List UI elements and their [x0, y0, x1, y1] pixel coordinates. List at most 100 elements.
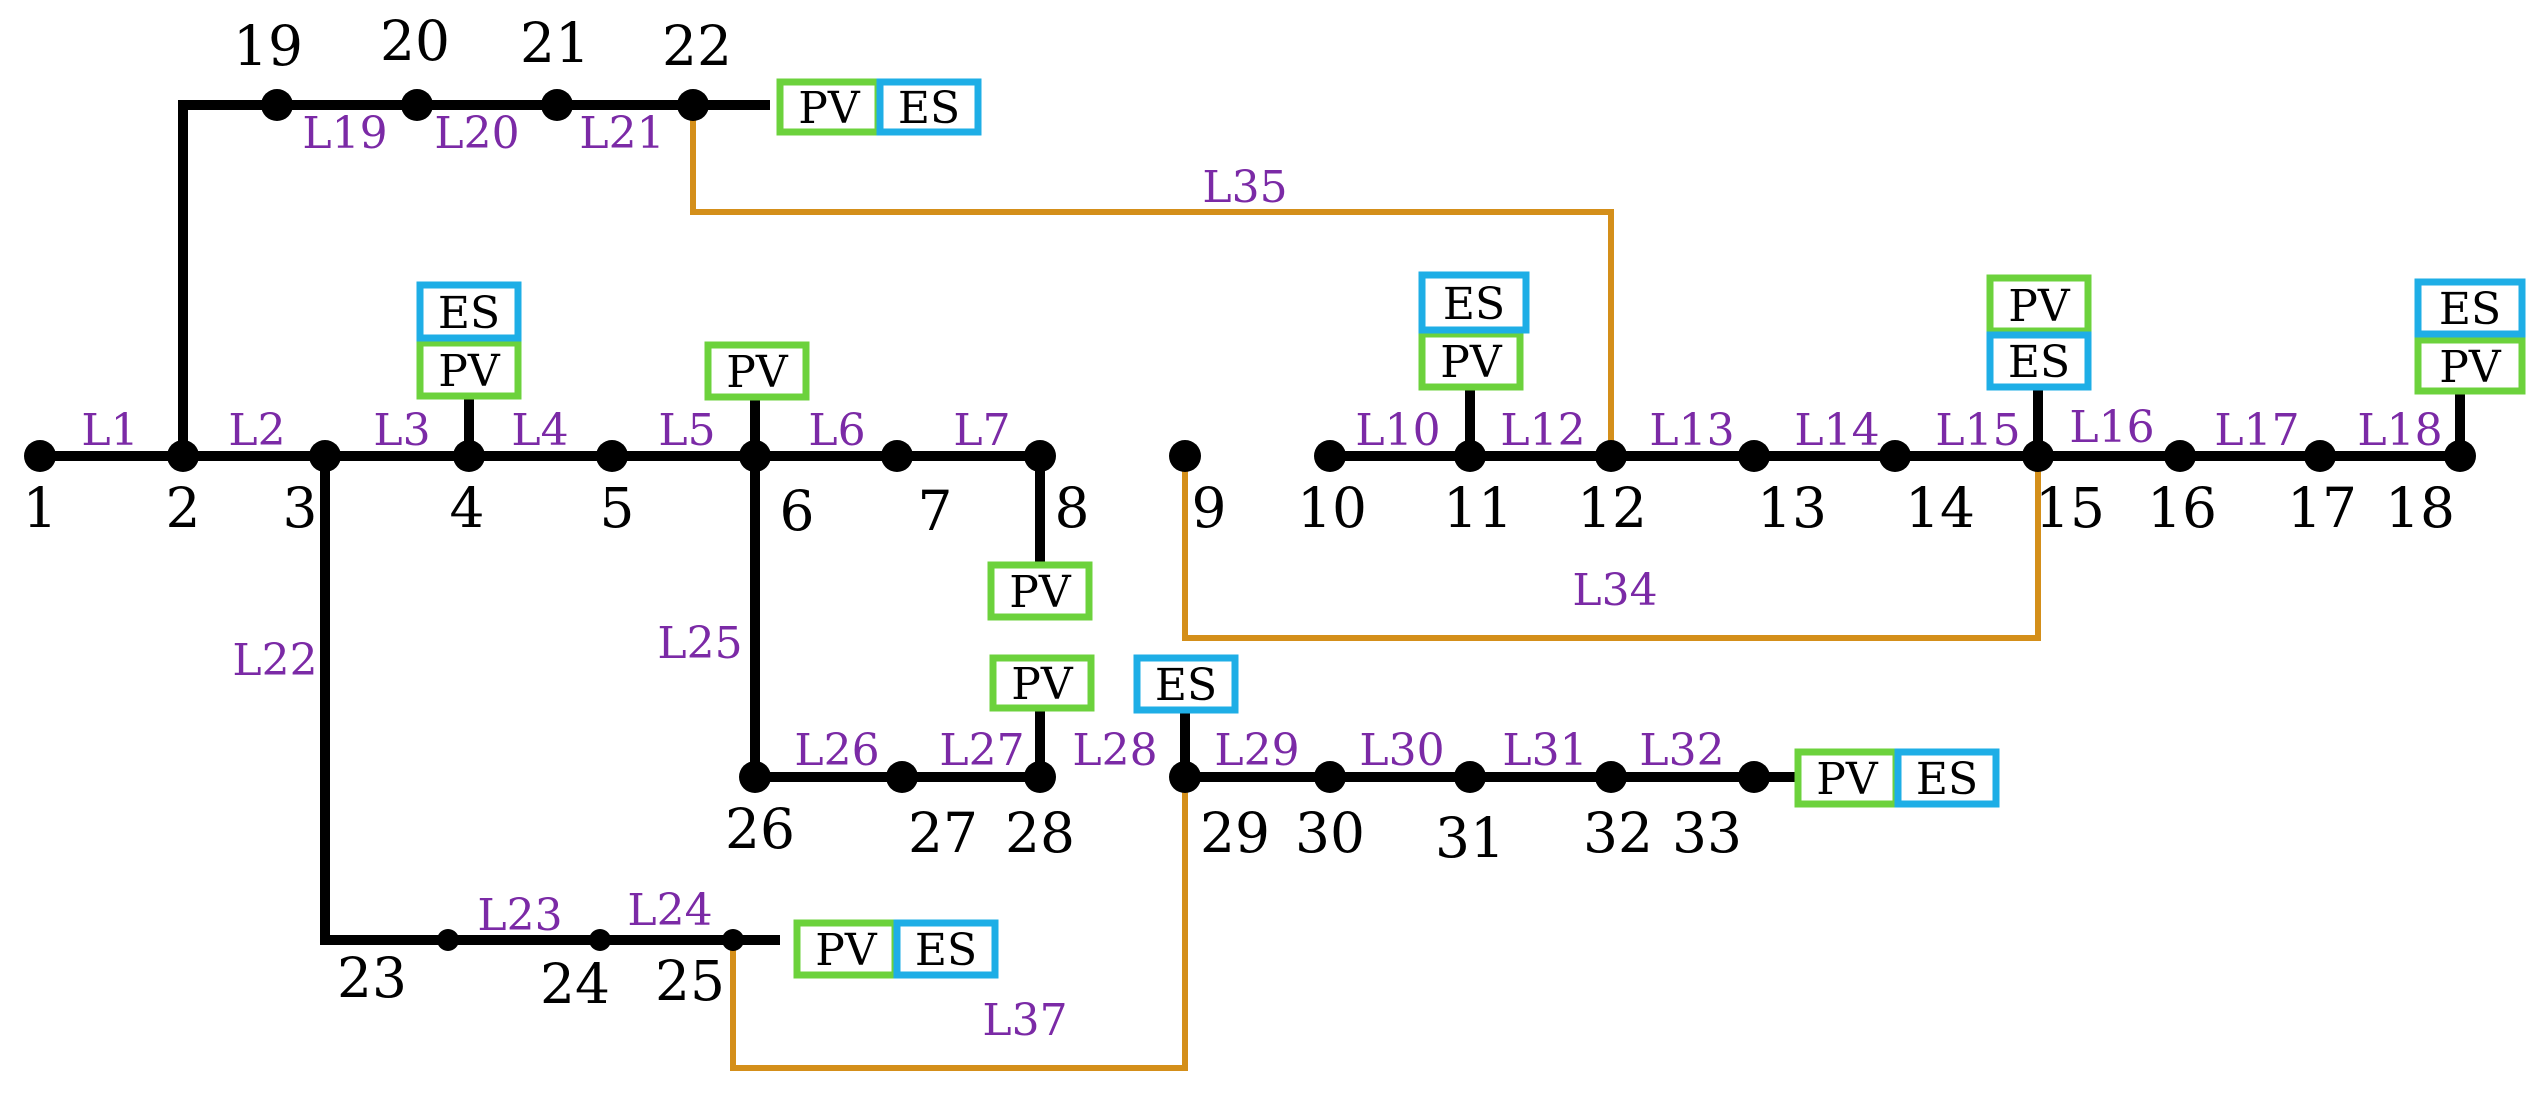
- line-label: L10: [1355, 405, 1440, 456]
- svg-text:PV: PV: [815, 925, 878, 976]
- node-label: 3: [283, 476, 318, 540]
- node-label: 27: [908, 801, 978, 865]
- line-label: L3: [373, 405, 430, 456]
- node-label: 1: [23, 476, 58, 540]
- svg-text:ES: ES: [1916, 754, 1978, 805]
- line-label: L14: [1794, 405, 1879, 456]
- node-label: 30: [1295, 801, 1365, 865]
- node-label: 14: [1905, 476, 1975, 540]
- node-label: 28: [1005, 801, 1075, 865]
- pv-box: PV: [1986, 274, 2092, 335]
- tie-line-l37: [730, 777, 1188, 1071]
- node-label: 33: [1672, 801, 1742, 865]
- line-label: L34: [1572, 565, 1657, 616]
- svg-text:ES: ES: [1443, 279, 1505, 330]
- line-label: L21: [579, 108, 664, 159]
- line-label: L30: [1359, 725, 1444, 776]
- line-label: L20: [434, 108, 519, 159]
- svg-text:PV: PV: [1816, 754, 1879, 805]
- line-label: L6: [808, 405, 865, 456]
- es-box: ES: [893, 919, 999, 979]
- node-label: 26: [725, 797, 795, 861]
- tie-lines: [690, 105, 2041, 1071]
- line-label: L5: [658, 405, 715, 456]
- node-label: 16: [2147, 476, 2217, 540]
- line-label: L4: [511, 405, 568, 456]
- es-box: ES: [1894, 748, 2000, 808]
- svg-text:PV: PV: [1440, 337, 1503, 388]
- svg-text:PV: PV: [438, 346, 501, 397]
- line-label: L26: [794, 725, 879, 776]
- pv-box: PV: [987, 561, 1093, 621]
- node-label: 23: [337, 946, 407, 1010]
- pv-box: PV: [1418, 330, 1524, 391]
- line-label: L1: [81, 405, 138, 456]
- line-label: L19: [302, 108, 387, 159]
- pv-box: PV: [793, 919, 899, 979]
- line-label: L25: [657, 618, 742, 669]
- node-label: 11: [1443, 476, 1513, 540]
- node-label: 5: [600, 476, 635, 540]
- node-label: 22: [662, 14, 732, 78]
- pv-box: PV: [1794, 748, 1900, 808]
- line-label: L23: [477, 890, 562, 941]
- node-label: 18: [2385, 476, 2455, 540]
- svg-text:PV: PV: [2439, 342, 2502, 393]
- line-label: L27: [939, 725, 1024, 776]
- node-label: 8: [1055, 476, 1090, 540]
- es-box: ES: [1418, 271, 1530, 334]
- node-label: 24: [540, 952, 610, 1016]
- line-label: L7: [953, 405, 1010, 456]
- svg-text:ES: ES: [898, 83, 960, 134]
- pv-box: PV: [416, 339, 522, 400]
- svg-text:ES: ES: [1155, 660, 1217, 711]
- line-label: L16: [2069, 402, 2154, 453]
- node-label: 2: [166, 476, 201, 540]
- line-label: L37: [982, 995, 1067, 1046]
- svg-text:PV: PV: [798, 83, 861, 134]
- node-label: 20: [380, 9, 450, 73]
- es-box: ES: [876, 78, 982, 136]
- line-label: L12: [1500, 405, 1585, 456]
- line-label: L2: [228, 405, 285, 456]
- es-box: ES: [1133, 654, 1239, 714]
- node-label: 10: [1297, 476, 1367, 540]
- node-label: 21: [520, 11, 590, 75]
- node-label: 6: [780, 479, 815, 543]
- line-label: L18: [2357, 405, 2442, 456]
- node-label: 4: [450, 476, 485, 540]
- line-label: L17: [2214, 405, 2299, 456]
- svg-text:ES: ES: [438, 288, 500, 339]
- es-box: ES: [1986, 331, 2092, 391]
- es-box: ES: [416, 281, 522, 342]
- svg-text:ES: ES: [2439, 284, 2501, 335]
- node-label: 7: [918, 479, 953, 543]
- pv-units: PV PV PV PV PV PV PV PV: [416, 78, 2526, 979]
- node-label: 25: [655, 949, 725, 1013]
- svg-text:ES: ES: [915, 925, 977, 976]
- line-label: L24: [627, 885, 712, 936]
- node-label: 32: [1583, 801, 1653, 865]
- node-label: 17: [2287, 476, 2357, 540]
- line-label: L29: [1214, 725, 1299, 776]
- line-label: L15: [1935, 405, 2020, 456]
- svg-text:PV: PV: [1009, 567, 1072, 618]
- node-label: 29: [1200, 801, 1270, 865]
- line-label: L32: [1639, 725, 1724, 776]
- bus-nodes: [24, 89, 2476, 951]
- node-label: 31: [1435, 806, 1505, 870]
- node-label: 13: [1757, 476, 1827, 540]
- line-label: L22: [232, 635, 317, 686]
- pv-box: PV: [776, 78, 882, 136]
- tie-line-l35: [690, 105, 1614, 456]
- pv-box: PV: [989, 654, 1095, 712]
- node-label: 19: [233, 14, 303, 78]
- svg-text:PV: PV: [2008, 281, 2071, 332]
- node-label: 15: [2035, 476, 2105, 540]
- svg-text:ES: ES: [2008, 337, 2070, 388]
- line-label: L13: [1649, 405, 1734, 456]
- line-label: L28: [1072, 725, 1157, 776]
- pv-box: PV: [704, 341, 810, 401]
- node-label: 9: [1192, 476, 1227, 540]
